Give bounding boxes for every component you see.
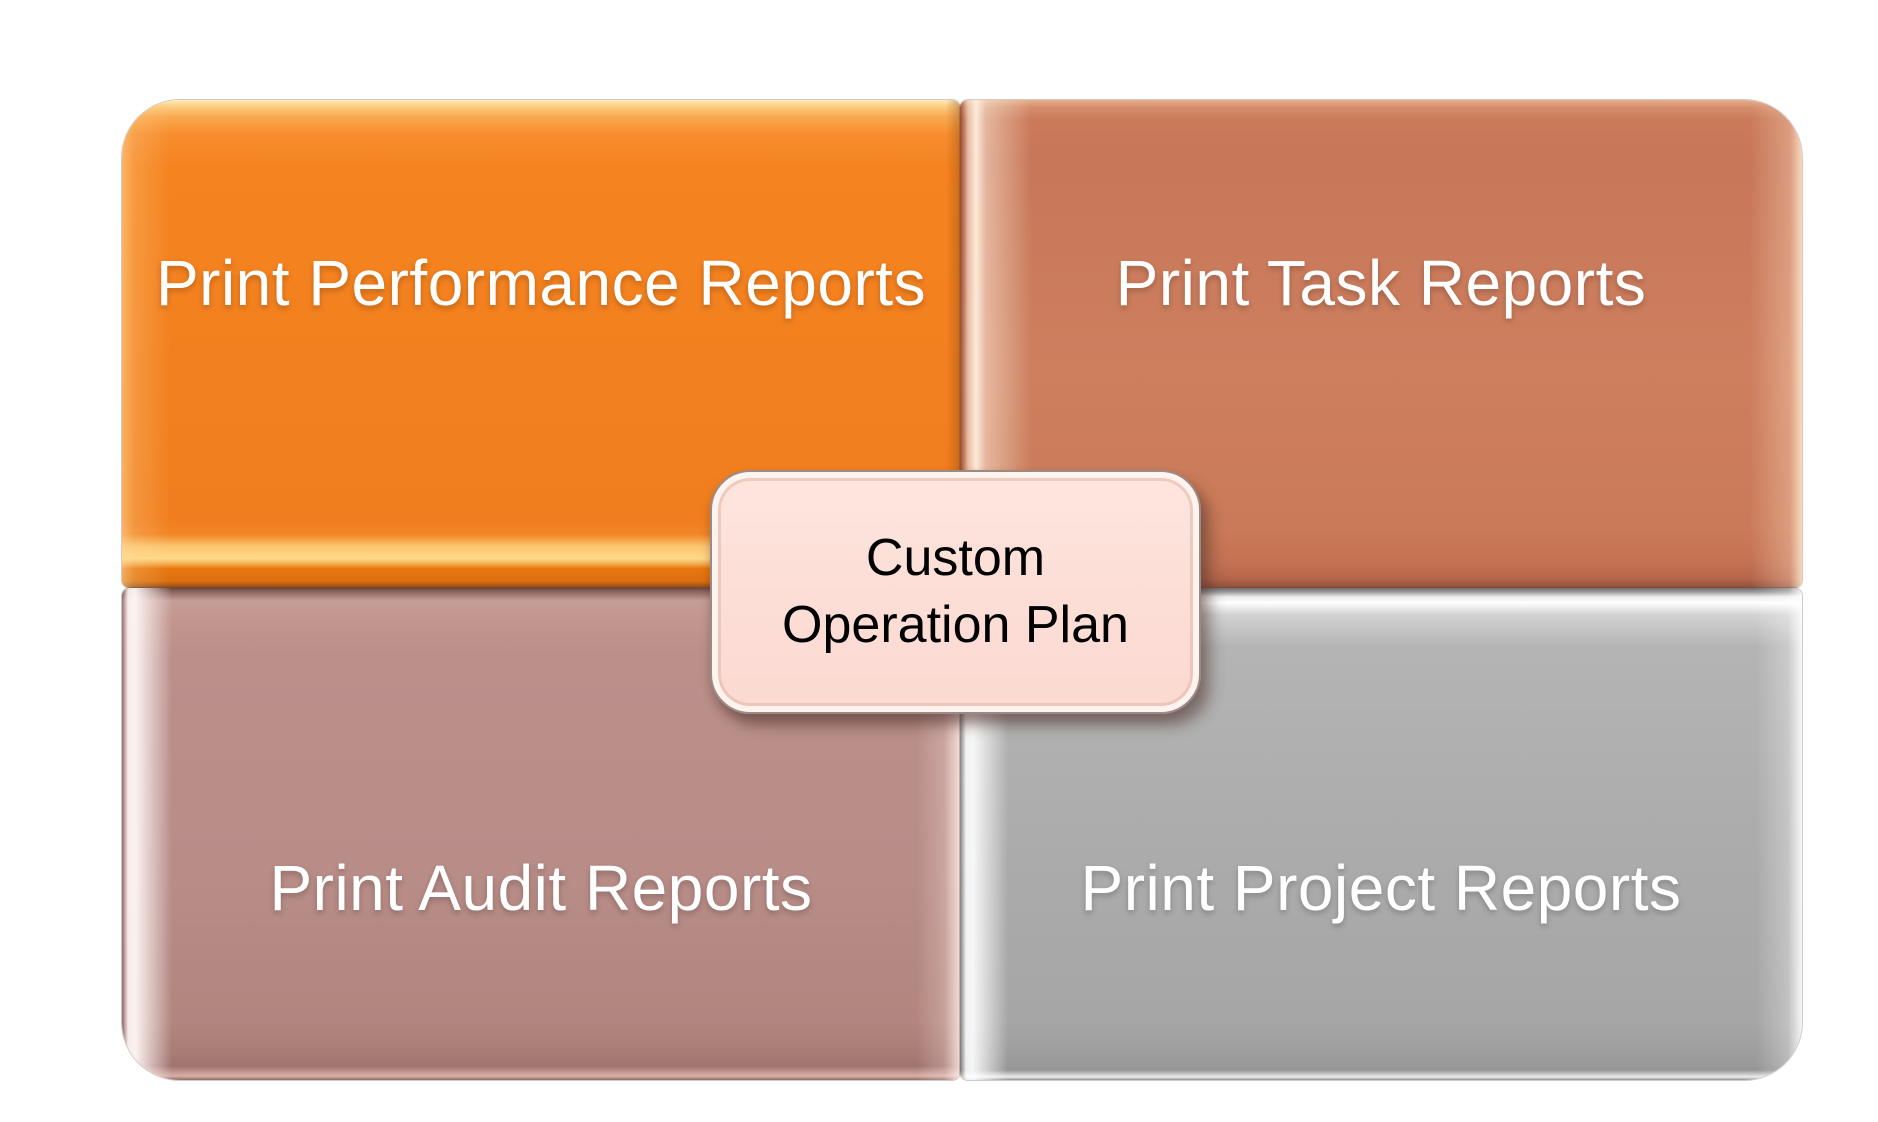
quadrant-label-print-performance-reports: Print Performance Reports [155, 247, 927, 320]
center-label-line1: Custom [865, 529, 1046, 588]
center-label-box: Custom Operation Plan [710, 470, 1201, 714]
quadrant-label-print-task-reports: Print Task Reports [1115, 247, 1647, 320]
quadrant-label-print-project-reports: Print Project Reports [1080, 852, 1682, 925]
quadrant-print-performance-reports: Print Performance Reports [122, 100, 960, 588]
quadrant-label-print-audit-reports: Print Audit Reports [269, 852, 813, 925]
center-label-line2: Operation Plan [782, 596, 1129, 654]
quadrant-print-audit-reports: Print Audit Reports [122, 588, 960, 1080]
